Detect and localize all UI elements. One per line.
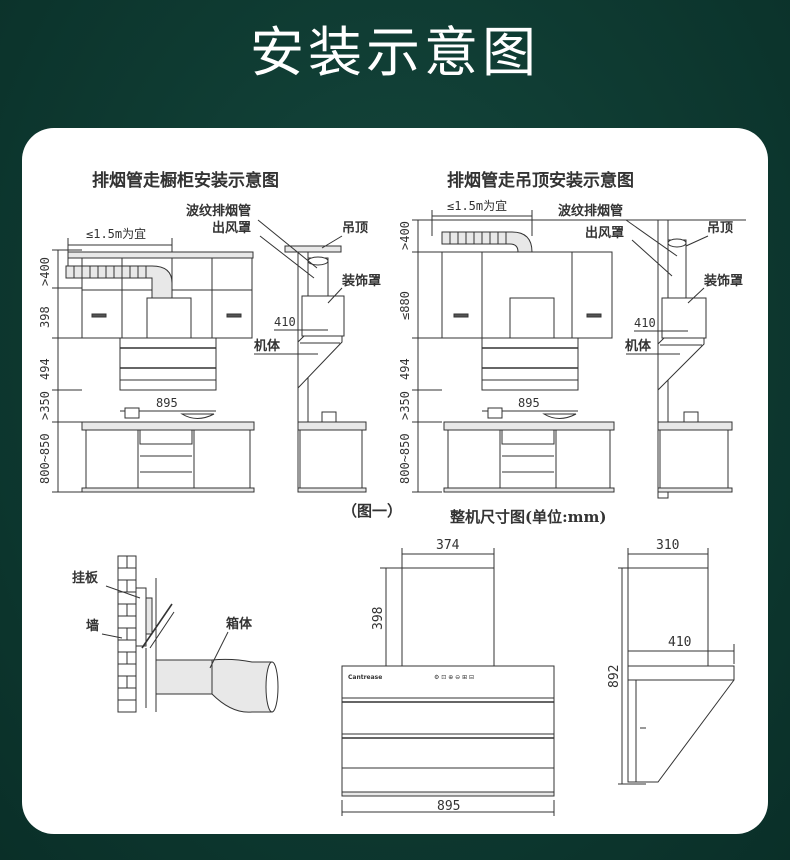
right-label-body: 机体: [625, 338, 652, 354]
mount-label-box: 箱体: [226, 616, 253, 632]
left-installation-diagram: 排烟管走橱柜安装示意图 ≤1.5m为宜 >400 398 494 >350 80…: [38, 170, 381, 493]
mount-label-wall: 墙: [86, 618, 99, 634]
front-dim-398: 398: [371, 607, 386, 630]
right-dim-850: 800~850: [398, 433, 412, 484]
right-installation-diagram: 排烟管走吊顶安装示意图 ≤1.5m为宜 >400 ≤880 494 >350 8…: [398, 170, 746, 499]
side-dim-892: 892: [607, 665, 622, 688]
left-label-decor-cover: 装饰罩: [341, 273, 381, 289]
diagram-panel: 排烟管走橱柜安装示意图 ≤1.5m为宜 >400 398 494 >350 80…: [22, 128, 768, 834]
left-dim-350: >350: [38, 391, 52, 420]
right-label-corrugated-pipe: 波纹排烟管: [558, 203, 623, 219]
right-diagram-title: 排烟管走吊顶安装示意图: [447, 170, 634, 191]
left-label-ceiling: 吊顶: [342, 221, 368, 236]
mount-label-hanger: 挂板: [72, 570, 99, 586]
installation-diagram: 排烟管走橱柜安装示意图 ≤1.5m为宜 >400 398 494 >350 80…: [38, 170, 746, 816]
front-panel-icons: ⚙ ⊡ ⊕ ⊖ ⊞ ⊟: [434, 674, 474, 681]
side-dim-410: 410: [668, 635, 691, 650]
right-dim-350: >350: [398, 391, 412, 420]
right-hood-body: [481, 337, 579, 391]
left-hood-body: [119, 337, 217, 391]
front-hood-body: [341, 665, 555, 797]
mount-detail-diagram: 挂板 墙 箱体: [72, 555, 279, 713]
left-dim-398: 398: [38, 306, 52, 328]
left-dim-850: 800~850: [38, 433, 52, 484]
left-diagram-title: 排烟管走橱柜安装示意图: [92, 170, 279, 191]
right-dim-895: 895: [518, 396, 540, 410]
left-label-body: 机体: [254, 338, 281, 354]
left-dim-410: 410: [274, 315, 296, 329]
right-dim-410: 410: [634, 316, 656, 330]
side-view-diagram: 310 892 410: [607, 538, 735, 785]
front-dim-895: 895: [437, 799, 460, 814]
left-label-corrugated-pipe: 波纹排烟管: [186, 203, 251, 219]
left-dim-895: 895: [156, 396, 178, 410]
right-dim-494: 494: [398, 358, 412, 380]
right-dim-top: ≤1.5m为宜: [447, 198, 507, 213]
page-title: 安装示意图: [250, 21, 540, 84]
right-label-decor-cover: 装饰罩: [703, 273, 743, 289]
right-label-outlet-hood: 出风罩: [585, 225, 624, 241]
side-hood-body: [627, 665, 735, 783]
right-dim-880: ≤880: [398, 291, 412, 320]
right-label-ceiling: 吊顶: [707, 221, 733, 236]
left-dim-494: 494: [38, 358, 52, 380]
front-view-diagram: 374 398 Cantrease ⚙ ⊡ ⊕ ⊖ ⊞ ⊟ 895: [341, 538, 555, 816]
figure-caption: （图一）: [342, 502, 402, 520]
left-dim-400: >400: [38, 257, 52, 286]
right-dim-400: >400: [398, 221, 412, 250]
left-label-outlet-hood: 出风罩: [212, 220, 251, 236]
front-brand: Cantrease: [348, 674, 382, 681]
left-dim-top: ≤1.5m为宜: [86, 226, 146, 241]
dimension-title: 整机尺寸图(单位:mm): [450, 508, 606, 526]
side-dim-310: 310: [656, 538, 679, 553]
front-dim-374: 374: [436, 538, 460, 553]
